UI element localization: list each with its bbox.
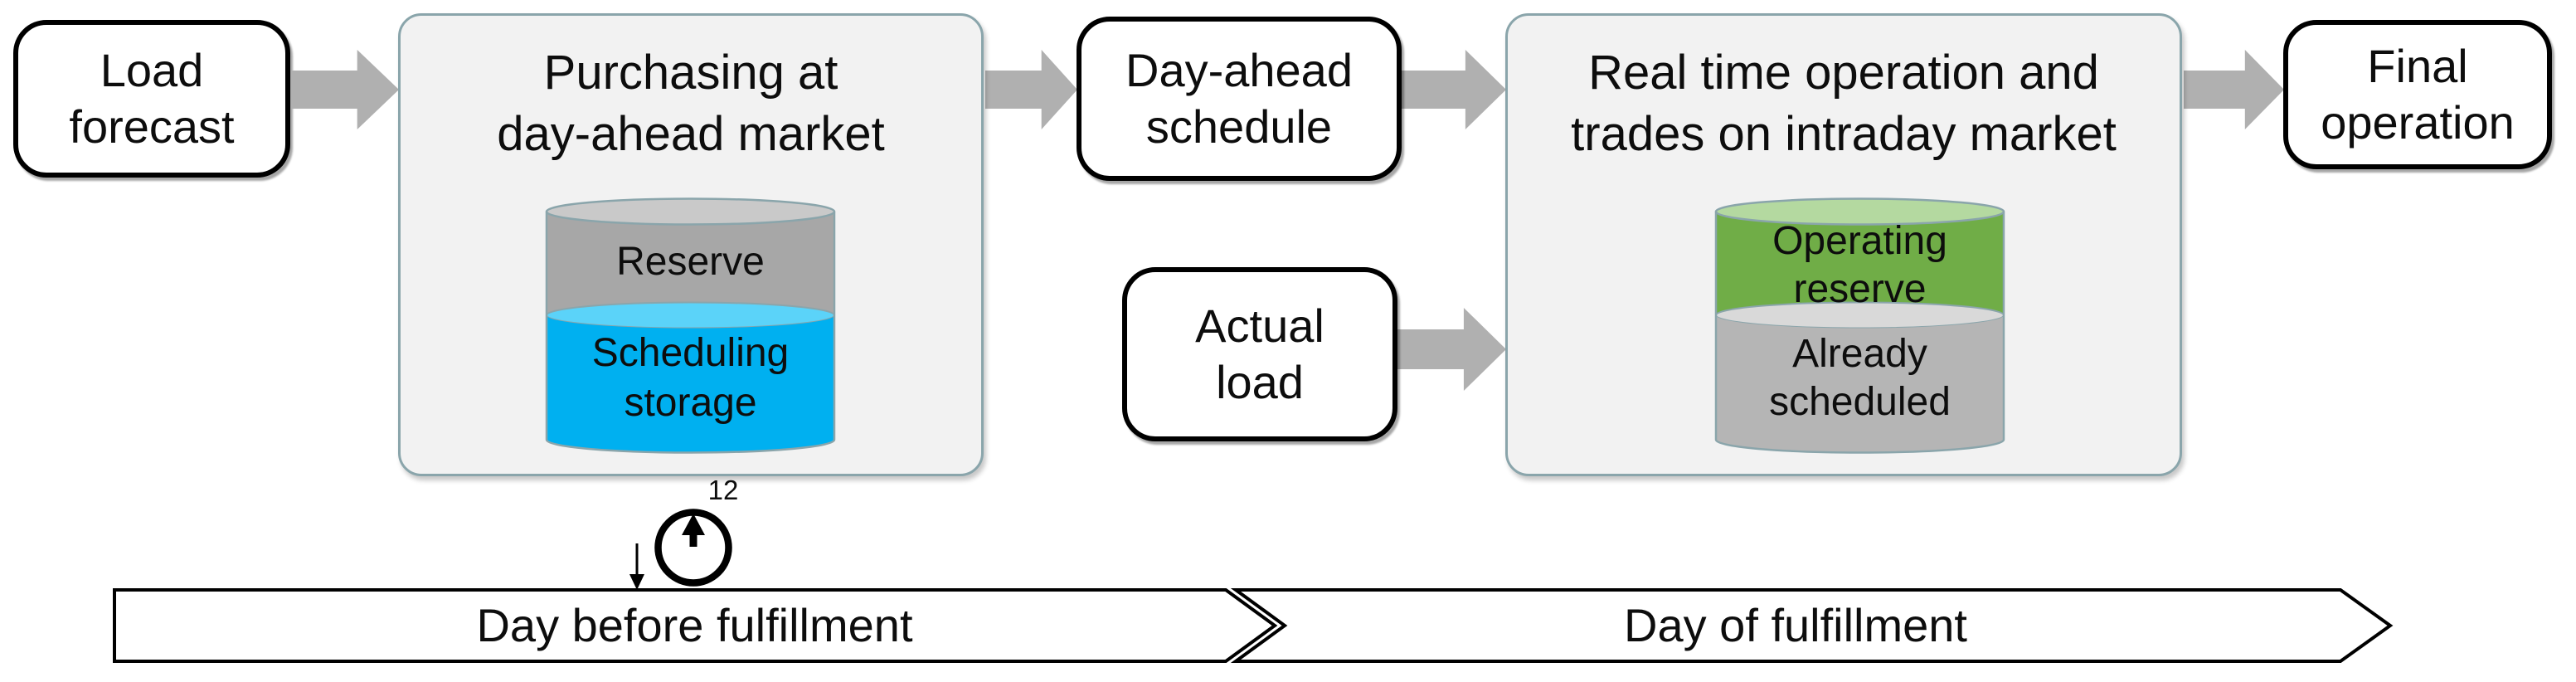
node-actual-load-line1: Actual bbox=[1195, 300, 1324, 352]
cylinder-label-storage: storage bbox=[624, 381, 757, 425]
node-day-ahead-schedule-line1: Day-ahead bbox=[1125, 44, 1353, 96]
timeline-label-day-before: Day before fulfillment bbox=[476, 599, 913, 651]
panel-purchasing-title: Purchasing at day-ahead market bbox=[401, 42, 981, 165]
cylinder-label-operating: Operating bbox=[1772, 219, 1947, 263]
node-load-forecast-line2: forecast bbox=[69, 100, 235, 153]
cylinder-label-scheduled: scheduled bbox=[1769, 380, 1951, 424]
cylinder-label-already: Already bbox=[1792, 332, 1927, 376]
storage-cylinder-realtime: Operating reserve Already scheduled bbox=[1713, 196, 2006, 455]
cylinder-label-already-scheduled: Already scheduled bbox=[1713, 330, 2006, 426]
cylinder-label-scheduling: Scheduling bbox=[591, 331, 790, 375]
timeline-label-day-of: Day of fulfillment bbox=[1624, 599, 1967, 651]
node-actual-load: Actual load bbox=[1122, 267, 1397, 441]
cylinder-icon bbox=[1714, 197, 2005, 454]
clock-hour-label: 12 bbox=[707, 475, 739, 505]
node-actual-load-line2: load bbox=[1216, 356, 1304, 408]
node-day-ahead-schedule-line2: schedule bbox=[1145, 100, 1333, 153]
right-arrow-icon bbox=[1402, 50, 1506, 129]
timeline-band-before-shape bbox=[113, 588, 1278, 663]
right-arrow-icon bbox=[1397, 308, 1506, 391]
cylinder-label-reserve: Reserve bbox=[616, 240, 765, 284]
panel-realtime-title-line1: Real time operation and bbox=[1588, 46, 2099, 100]
node-final-operation: Final operation bbox=[2283, 20, 2552, 169]
node-load-forecast-line1: Load bbox=[100, 44, 204, 96]
panel-realtime-title-line2: trades on intraday market bbox=[1571, 107, 2117, 161]
node-load-forecast: Load forecast bbox=[13, 20, 290, 178]
node-final-operation-line2: operation bbox=[2321, 96, 2515, 149]
right-arrow-icon bbox=[2184, 50, 2284, 129]
timeline-band-day-of-shape bbox=[1230, 588, 2394, 663]
panel-purchasing-title-line2: day-ahead market bbox=[497, 107, 885, 161]
right-arrow-icon bbox=[985, 50, 1077, 129]
cylinder-label-reserve2: reserve bbox=[1793, 267, 1927, 311]
cylinder-label-operating-reserve: Operating reserve bbox=[1713, 217, 2006, 314]
clock-icon bbox=[654, 509, 732, 587]
cylinder-label-scheduling-storage: Scheduling storage bbox=[544, 329, 837, 428]
panel-realtime-title: Real time operation and trades on intrad… bbox=[1508, 42, 2180, 165]
cylinder-icon bbox=[545, 197, 836, 454]
down-arrow-icon bbox=[629, 543, 644, 590]
timeline-bands bbox=[113, 588, 2394, 663]
right-arrow-icon bbox=[292, 50, 399, 129]
panel-purchasing-title-line1: Purchasing at bbox=[543, 46, 838, 100]
node-day-ahead-schedule: Day-ahead schedule bbox=[1077, 17, 1402, 181]
node-final-operation-line1: Final bbox=[2367, 40, 2468, 92]
storage-cylinder-day-ahead: Reserve Scheduling storage bbox=[544, 196, 837, 455]
